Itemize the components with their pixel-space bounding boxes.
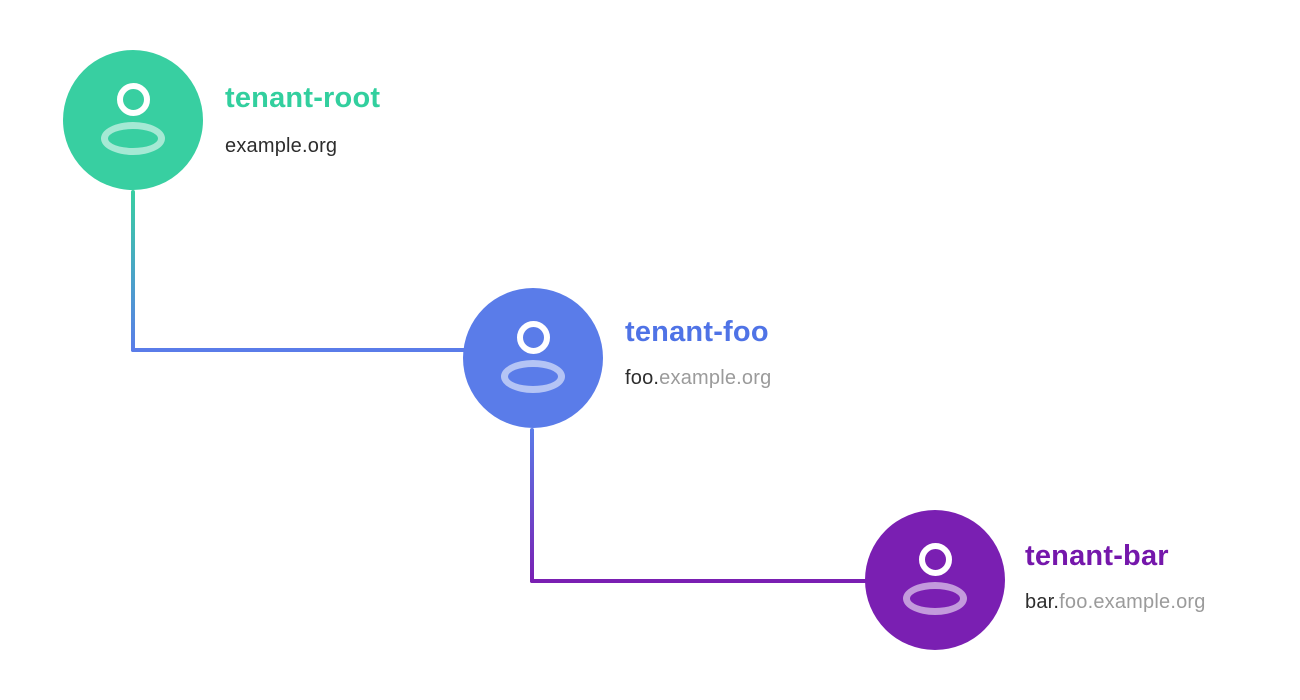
user-icon [918,543,952,576]
user-icon-body [501,360,565,393]
tenant-root-avatar [63,50,203,190]
connector-root-to-foo-vertical [131,190,135,352]
tenant-bar-name-label: tenant-bar [1025,540,1169,572]
domain-suffix: example.org [659,367,772,389]
user-icon [516,321,550,354]
tenant-root-name-label: tenant-root [225,82,381,114]
tenant-foo-domain-label: foo.example.org [625,367,771,390]
connector-root-to-foo-horizontal [131,348,467,352]
connector-foo-to-bar-horizontal [530,579,869,583]
tenant-foo-name-label: tenant-foo [625,316,769,348]
domain-prefix: example.org [225,135,338,157]
connector-foo-to-bar-vertical [530,428,534,583]
user-icon [116,83,150,116]
tenant-root-domain-label: example.org [225,135,337,158]
tenant-bar-domain-label: bar.foo.example.org [1025,591,1206,614]
tenant-foo-avatar [463,288,603,428]
tenant-bar-avatar [865,510,1005,650]
user-icon-body [101,122,165,155]
domain-prefix: foo. [625,367,660,389]
user-icon-body [903,582,967,615]
domain-suffix: foo.example.org [1059,591,1206,613]
domain-prefix: bar. [1025,591,1060,613]
